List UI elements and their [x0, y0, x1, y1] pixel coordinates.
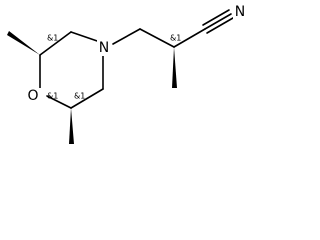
bond-ring-bottom — [70, 88, 104, 109]
stereo-label-bottom-right: &1 — [74, 92, 85, 101]
bond-ring-left-top — [39, 31, 72, 56]
bond-ch2-to-ch — [139, 28, 175, 48]
bond-nitrile-2 — [202, 9, 230, 26]
bond-n-to-ch2 — [112, 28, 141, 45]
wedge-bottom-methyl — [69, 108, 74, 144]
bond-nitrile-1 — [204, 13, 232, 30]
atom-label-nitrile-n: N — [235, 4, 245, 20]
wedge-top-methyl — [7, 31, 40, 55]
bond-nitrile-3 — [206, 17, 234, 34]
atom-label-n: N — [99, 40, 109, 56]
stereo-label-bottom-left: &1 — [47, 92, 58, 101]
stereo-label-chain: &1 — [170, 34, 181, 43]
wedge-chain-methyl — [172, 47, 177, 88]
atom-label-o: O — [27, 88, 38, 104]
bond-ch-to-cn — [173, 28, 206, 48]
molecule-structure: N O N &1 &1 &1 &1 — [7, 4, 247, 144]
stereo-label-top-left: &1 — [47, 34, 58, 43]
bond-ring-o-to-right — [46, 95, 72, 109]
